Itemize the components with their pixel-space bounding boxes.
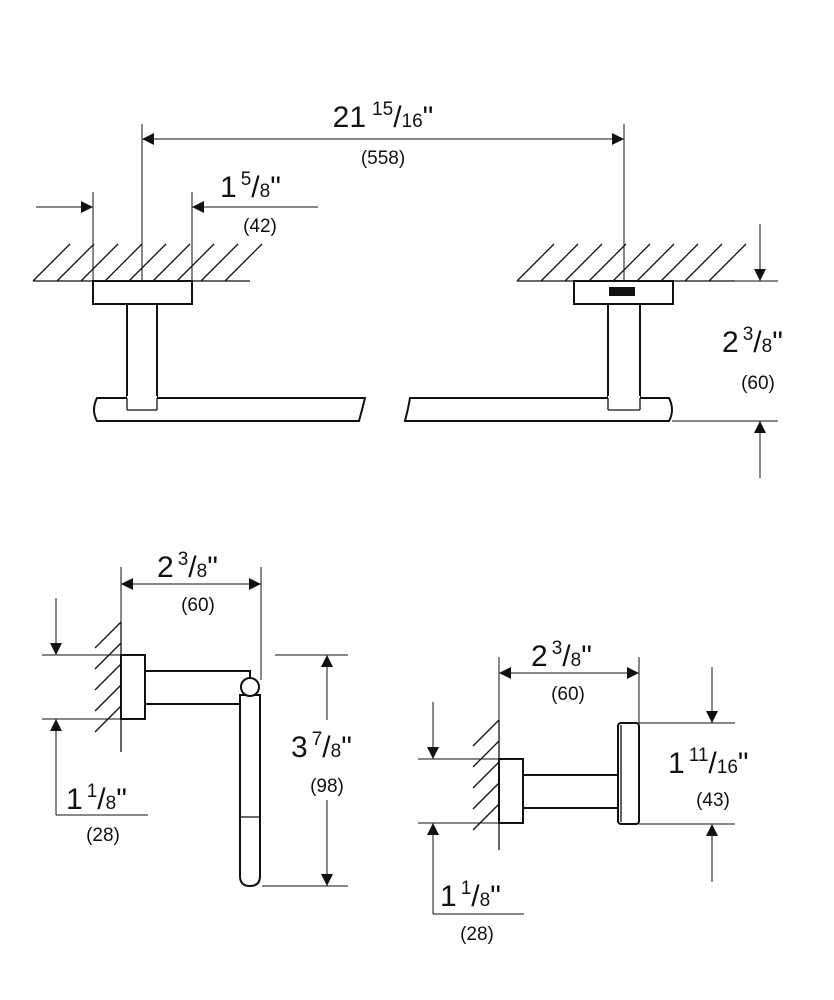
wall-hatch-hook <box>472 719 500 831</box>
hatch-line <box>472 719 500 747</box>
bar-left-segment <box>93 397 367 422</box>
hatch-line <box>94 663 122 691</box>
hatch-line <box>708 243 747 282</box>
dim-holder-projection-mm: (60) <box>181 595 215 616</box>
hatch-line <box>612 243 651 282</box>
hatch-line <box>128 243 167 282</box>
left-wall-plate <box>92 280 193 305</box>
holder-pivot <box>240 677 260 697</box>
dim-holder-height-mm: (98) <box>310 776 344 797</box>
hatch-line <box>516 243 555 282</box>
dim-bar-projection-mm: (60) <box>741 373 775 394</box>
hatch-line <box>152 243 191 282</box>
hatch-line <box>472 761 500 789</box>
hatch-line <box>472 782 500 810</box>
hatch-line <box>56 243 95 282</box>
hook-arm <box>522 774 622 809</box>
hatch-line <box>224 243 263 282</box>
hatch-line <box>472 740 500 768</box>
hatch-line <box>176 243 215 282</box>
wall-hatch-left <box>32 243 263 282</box>
hatch-line <box>32 243 71 282</box>
holder-rod <box>239 694 261 888</box>
brand-logo-icon <box>609 287 635 296</box>
holder-arm <box>144 670 251 705</box>
hook-cap <box>617 722 640 825</box>
hook-rose <box>498 758 524 824</box>
hatch-line <box>104 243 143 282</box>
hatch-line <box>94 621 122 649</box>
hatch-line <box>540 243 579 282</box>
dim-hook-height-mm: (43) <box>696 790 730 811</box>
hatch-line <box>200 243 239 282</box>
hatch-line <box>472 803 500 831</box>
dim-holder-rose-mm: (28) <box>86 825 120 846</box>
bar-right-segment <box>403 397 673 422</box>
holder-rose <box>120 654 146 720</box>
hatch-line <box>636 243 675 282</box>
dim-hook-rose-mm: (28) <box>460 924 494 945</box>
hatch-line <box>94 642 122 670</box>
left-post <box>126 303 158 411</box>
dim-hook-projection-mm: (60) <box>551 684 585 705</box>
hatch-line <box>684 243 723 282</box>
hatch-line <box>564 243 603 282</box>
dim-bracket-width-mm: (42) <box>243 216 277 237</box>
hatch-line <box>94 684 122 712</box>
wall-hatch-right <box>516 243 747 282</box>
hatch-line <box>660 243 699 282</box>
dim-overall-width-mm: (558) <box>361 148 405 169</box>
wall-hatch-holder <box>94 621 122 733</box>
hatch-line <box>80 243 119 282</box>
hatch-line <box>588 243 627 282</box>
right-post <box>607 303 641 411</box>
